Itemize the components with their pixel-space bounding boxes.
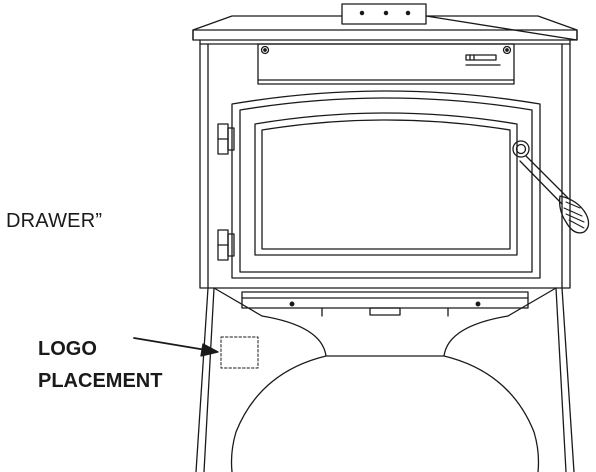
pedestal bbox=[195, 287, 575, 472]
logo-placement-label-line1: LOGO bbox=[38, 338, 97, 360]
air-control-panel bbox=[257, 43, 515, 85]
ash-lip bbox=[241, 291, 529, 317]
stove-top bbox=[192, 15, 578, 45]
leader-arrow bbox=[133, 337, 219, 357]
flue-plate bbox=[341, 3, 427, 25]
door bbox=[231, 90, 541, 279]
door-hinges bbox=[217, 123, 235, 261]
door-handle bbox=[512, 140, 590, 234]
logo-placement-box bbox=[220, 336, 259, 369]
logo-placement-label-line2: PLACEMENT bbox=[38, 370, 163, 392]
drawer-label: DRAWER” bbox=[6, 210, 103, 232]
